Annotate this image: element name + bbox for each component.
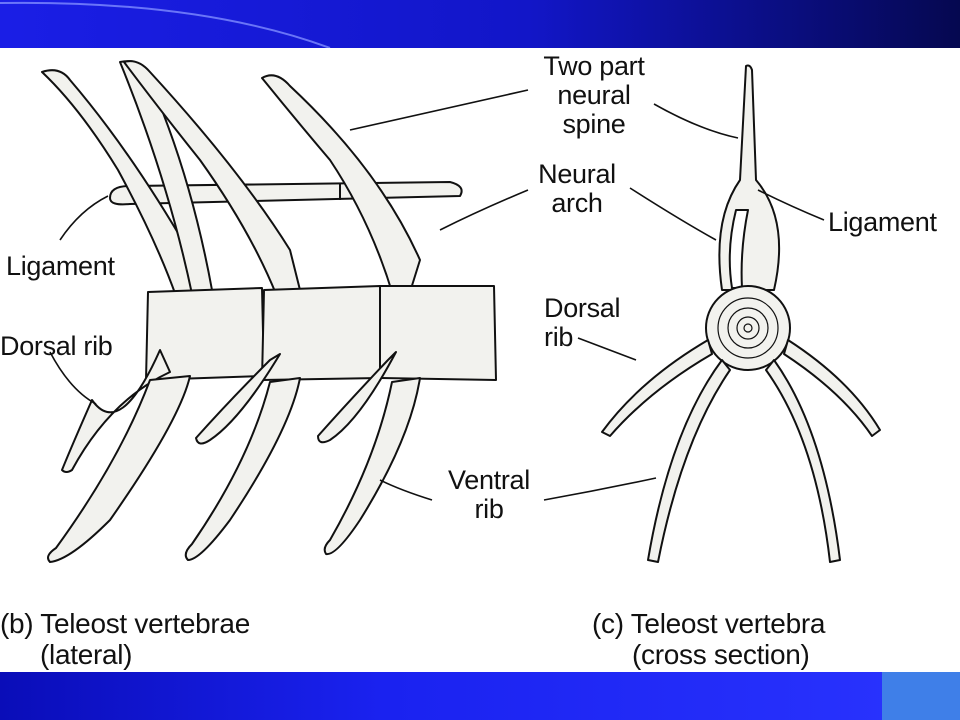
figure-area: Two part neural spine Neural arch Ligame… [0, 48, 960, 672]
leader-neural-arch-right [629, 187, 717, 241]
vertebrae-illustration [41, 60, 881, 563]
label-two-part-neural-spine: Two part neural spine [543, 51, 645, 139]
banner-swoosh [0, 1, 331, 48]
leader-ventral [379, 479, 433, 501]
top-banner [0, 0, 960, 48]
leader-neural-spine-right [653, 103, 739, 139]
leader-two-part [349, 89, 529, 131]
leader-neural-arch [439, 189, 529, 231]
lateral-vertebra-2 [123, 60, 381, 561]
bottom-banner [0, 672, 960, 720]
caption-b: (b) Teleost vertebrae (lateral) [0, 608, 250, 670]
label-dorsal-rib-left: Dorsal rib [0, 331, 113, 361]
leader-ligament-left [59, 195, 109, 241]
leader-dorsal-right [577, 337, 637, 361]
label-dorsal-rib-right: Dorsal rib [544, 293, 621, 352]
ligament-rod [109, 181, 463, 206]
lateral-vertebra-1 [41, 60, 265, 563]
cross-section-vertebra [601, 64, 881, 563]
caption-c: (c) Teleost vertebra (cross section) [592, 608, 826, 670]
leader-ligament-right [757, 189, 825, 221]
corner-accent [882, 672, 960, 720]
label-neural-arch: Neural arch [538, 159, 616, 218]
lateral-vertebra-3 [261, 74, 497, 556]
label-ligament-left: Ligament [6, 251, 115, 281]
label-ligament-right: Ligament [828, 207, 937, 237]
leader-ventral-right [543, 477, 657, 501]
label-ventral-rib: Ventral rib [448, 465, 530, 524]
leader-dorsal-left [49, 351, 97, 405]
